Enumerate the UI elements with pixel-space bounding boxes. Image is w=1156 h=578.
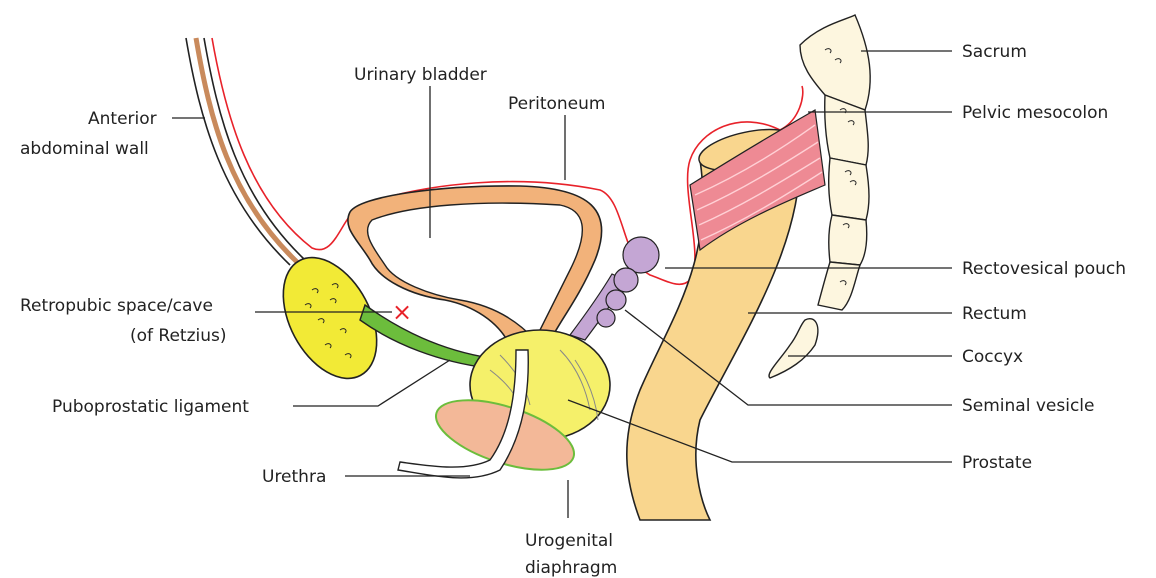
coccyx	[769, 319, 818, 378]
anterior-abdominal-wall	[186, 38, 304, 265]
label-urethra: Urethra	[262, 467, 326, 487]
label-rectovesical-pouch: Rectovesical pouch	[962, 259, 1126, 279]
label-retropubic-1: Retropubic space/cave	[20, 296, 213, 316]
label-rectum: Rectum	[962, 304, 1027, 324]
label-anterior-2: abdominal wall	[20, 139, 149, 159]
label-coccyx: Coccyx	[962, 347, 1023, 367]
label-retropubic-2: (of Retzius)	[130, 326, 227, 346]
puboprostatic-ligament	[360, 305, 490, 368]
label-urogenital-2: diaphragm	[525, 558, 617, 578]
label-puboprostatic: Puboprostatic ligament	[52, 397, 249, 417]
label-prostate: Prostate	[962, 453, 1032, 473]
label-sacrum: Sacrum	[962, 42, 1027, 62]
label-urogenital-1: Urogenital	[525, 531, 613, 551]
retropubic-marker-icon: ×	[392, 298, 412, 326]
label-pelvic-mesocolon: Pelvic mesocolon	[962, 103, 1108, 123]
label-seminal-vesicle: Seminal vesicle	[962, 396, 1094, 416]
label-anterior-1: Anterior	[88, 109, 157, 129]
label-urinary-bladder: Urinary bladder	[354, 65, 487, 85]
label-peritoneum: Peritoneum	[508, 94, 605, 114]
